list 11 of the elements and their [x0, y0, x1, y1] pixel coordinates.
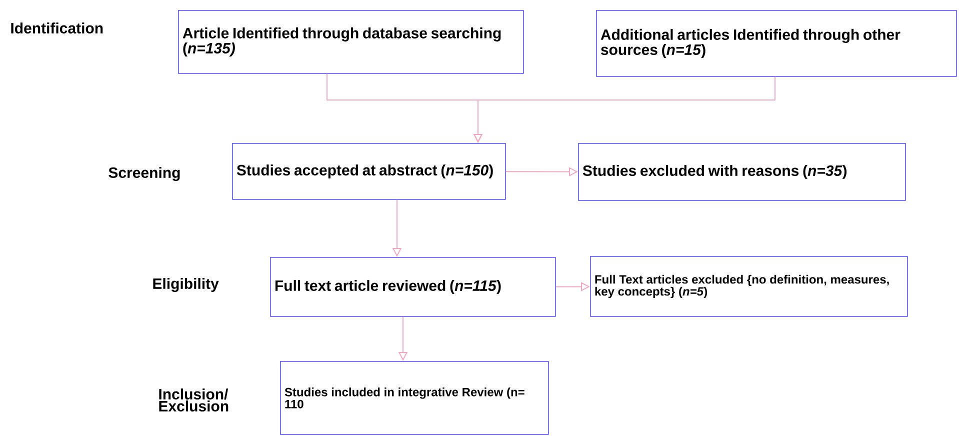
- stage-label: Screening: [108, 166, 180, 182]
- stage-label: Inclusion/ Exclusion: [159, 388, 228, 412]
- stage-label: Identification: [11, 22, 103, 34]
- process-box: Studies accepted at abstract (n=150): [232, 143, 506, 200]
- process-box: Studies included in integrative Review (n= 110: [280, 361, 549, 435]
- process-box: Article Identified through database searching (n=135): [178, 10, 524, 74]
- process-box: Full text article reviewed (n=115): [270, 257, 556, 317]
- stage-label: Eligibility: [153, 278, 219, 292]
- process-box: Studies excluded with reasons (n=35): [578, 143, 906, 201]
- process-box: Full Text articles excluded {no definition, measures, key concepts} (n=5): [590, 256, 908, 317]
- process-box: Additional articles Identified through other sources (n=15): [596, 10, 957, 77]
